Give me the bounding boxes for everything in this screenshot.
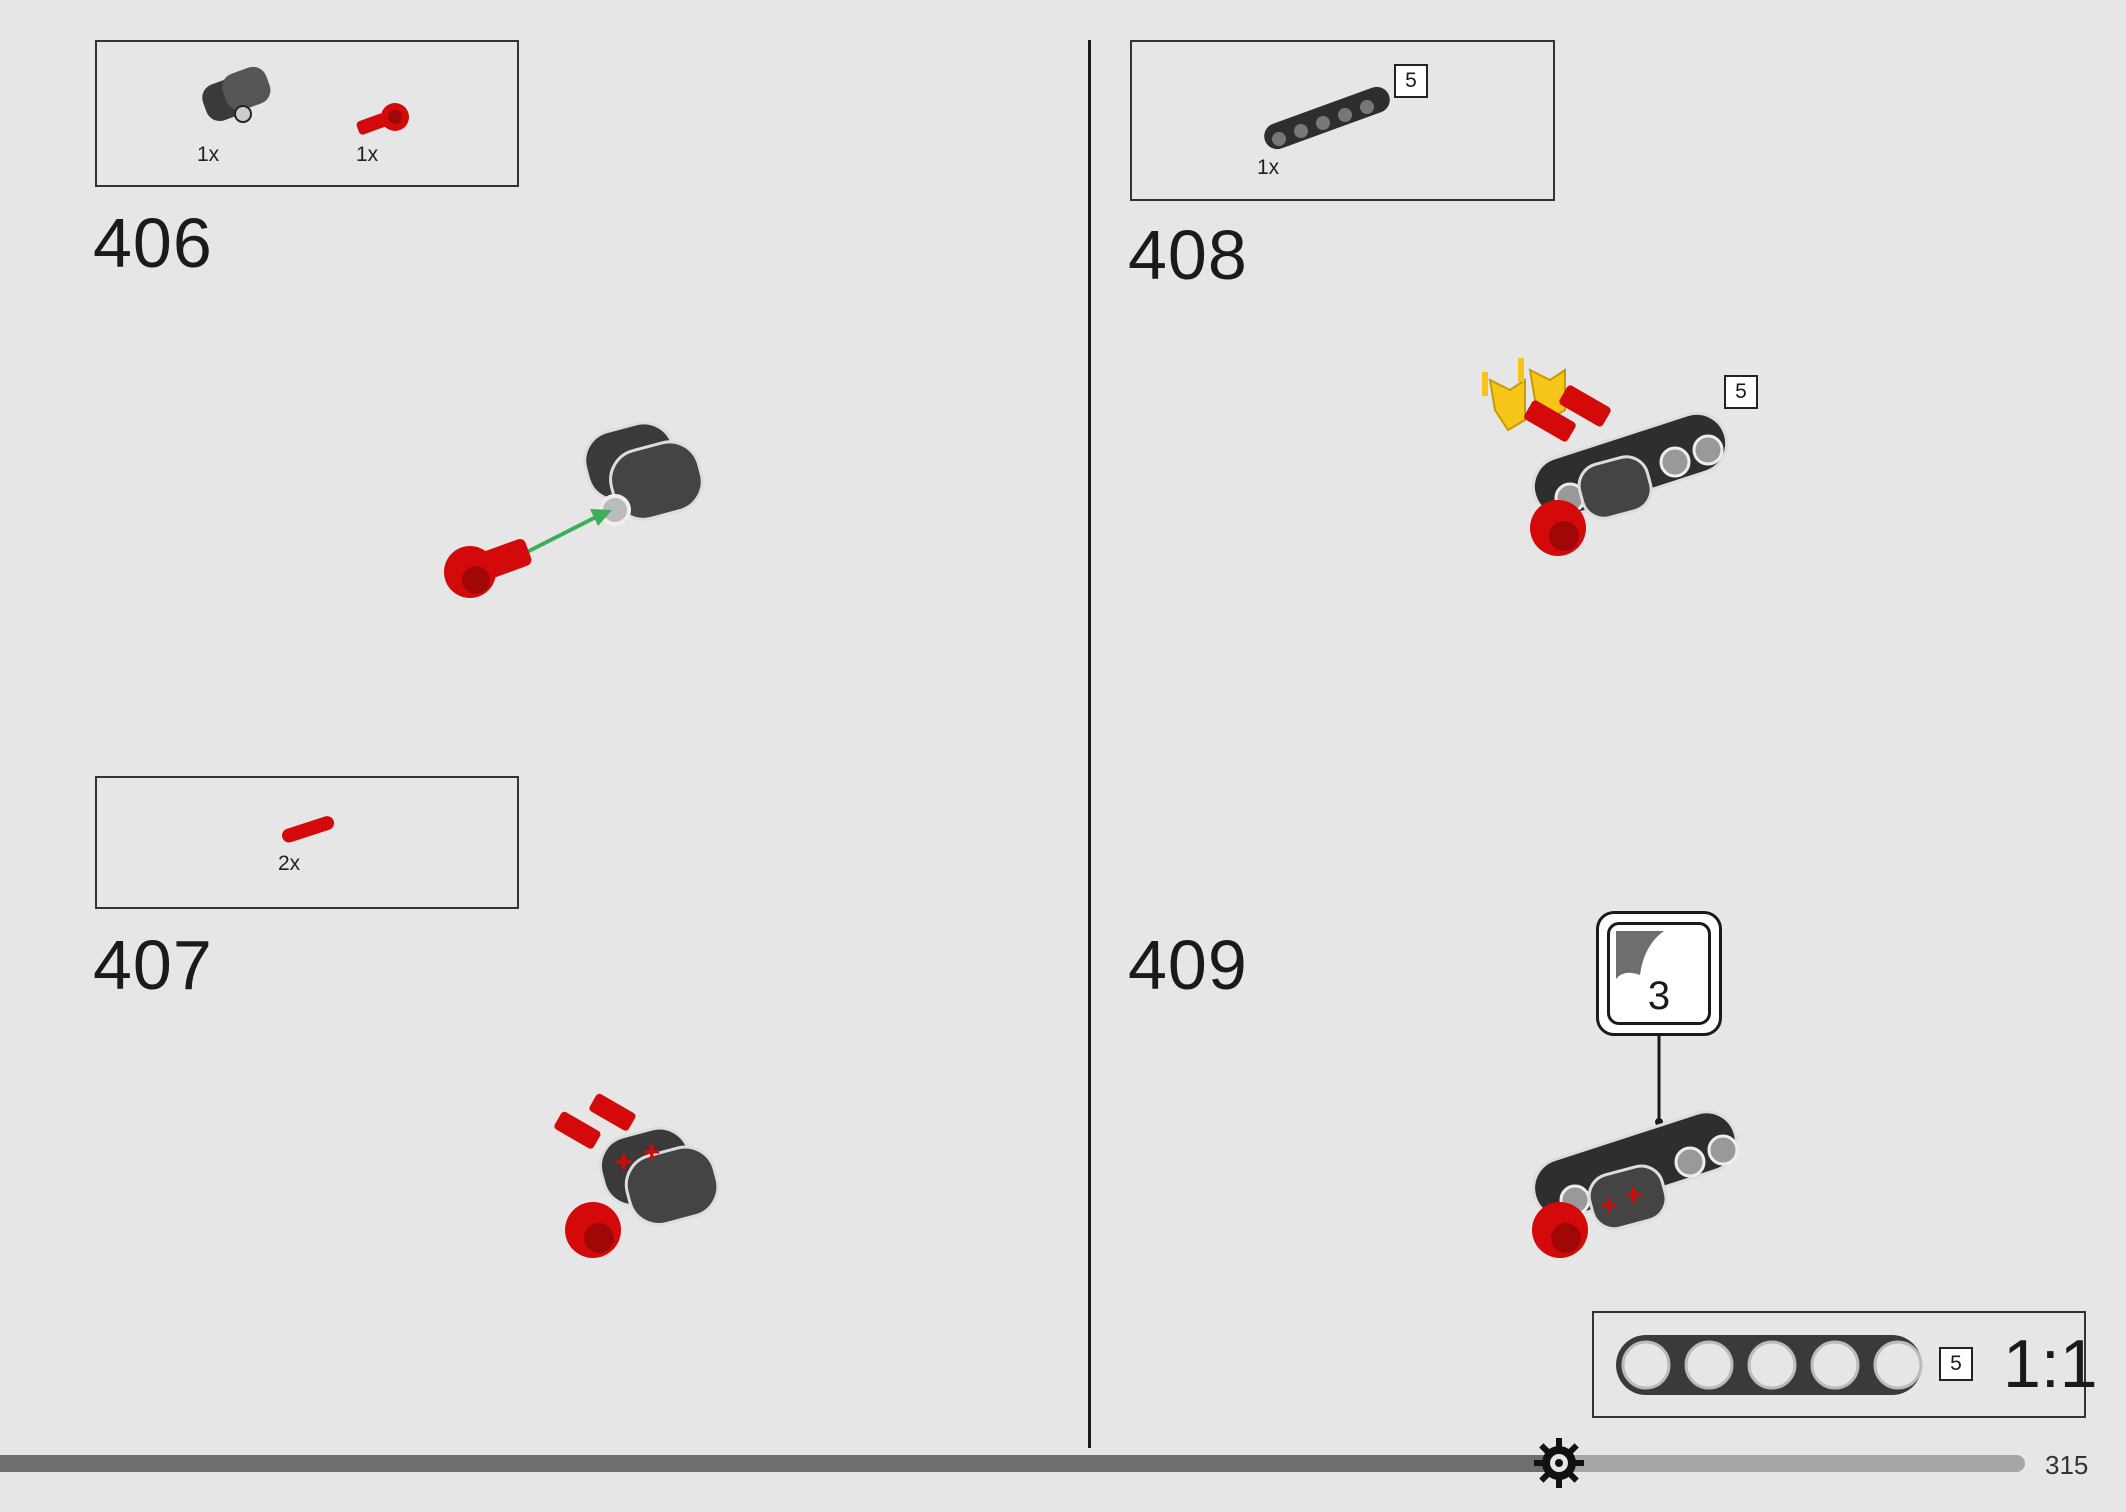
- sticker-number: 3: [1647, 974, 1671, 1018]
- sticker-icon: [1607, 922, 1711, 1025]
- page-divider: [1088, 40, 1091, 1448]
- gear-icon: [1534, 1438, 1585, 1488]
- beam-part-icon: [1264, 86, 1390, 150]
- sticker-callout: 3: [1596, 911, 1722, 1036]
- page-number: 315: [2045, 1450, 2089, 1480]
- part-qty: 1x: [1257, 156, 1280, 179]
- progress-fill: [0, 1455, 1560, 1472]
- red-pin-part-icon: [356, 103, 409, 135]
- part-qty: 1x: [197, 143, 220, 166]
- parts-callout-408: 5 1x: [1130, 40, 1555, 201]
- assembly-illustration-408: [1482, 358, 1729, 556]
- part-qty: 2x: [278, 852, 301, 875]
- svg-text:+: +: [1600, 1189, 1618, 1222]
- scale-ruler: 5: [1592, 1311, 2086, 1418]
- svg-text:+: +: [615, 1146, 633, 1179]
- progress-bar: [0, 1455, 2025, 1472]
- step-number-407: 407: [93, 926, 213, 1004]
- parts-callout-407: 2x: [95, 776, 519, 909]
- length-indicator: 5: [1939, 1347, 1973, 1381]
- parts-callout-406: 1x 1x: [95, 40, 519, 187]
- step-number-406: 406: [93, 204, 213, 282]
- length-indicator: 5: [1724, 375, 1758, 409]
- svg-text:+: +: [1625, 1179, 1643, 1212]
- red-axle-pin-part-icon: [282, 816, 335, 843]
- assembly-illustration-409: + +: [1532, 1110, 1739, 1258]
- assembly-illustration-406: [444, 421, 704, 598]
- step-number-409: 409: [1128, 926, 1248, 1004]
- svg-text:+: +: [643, 1136, 661, 1169]
- scale-label: 1:1: [2003, 1326, 2098, 1402]
- assembly-illustration-407: + +: [554, 1093, 720, 1258]
- connector-part-icon: [202, 66, 271, 123]
- beam-scale-icon: [1616, 1335, 1923, 1395]
- length-indicator: 5: [1394, 64, 1428, 98]
- arrow-icon: [524, 513, 601, 555]
- part-qty: 1x: [356, 143, 379, 166]
- step-number-408: 408: [1128, 216, 1248, 294]
